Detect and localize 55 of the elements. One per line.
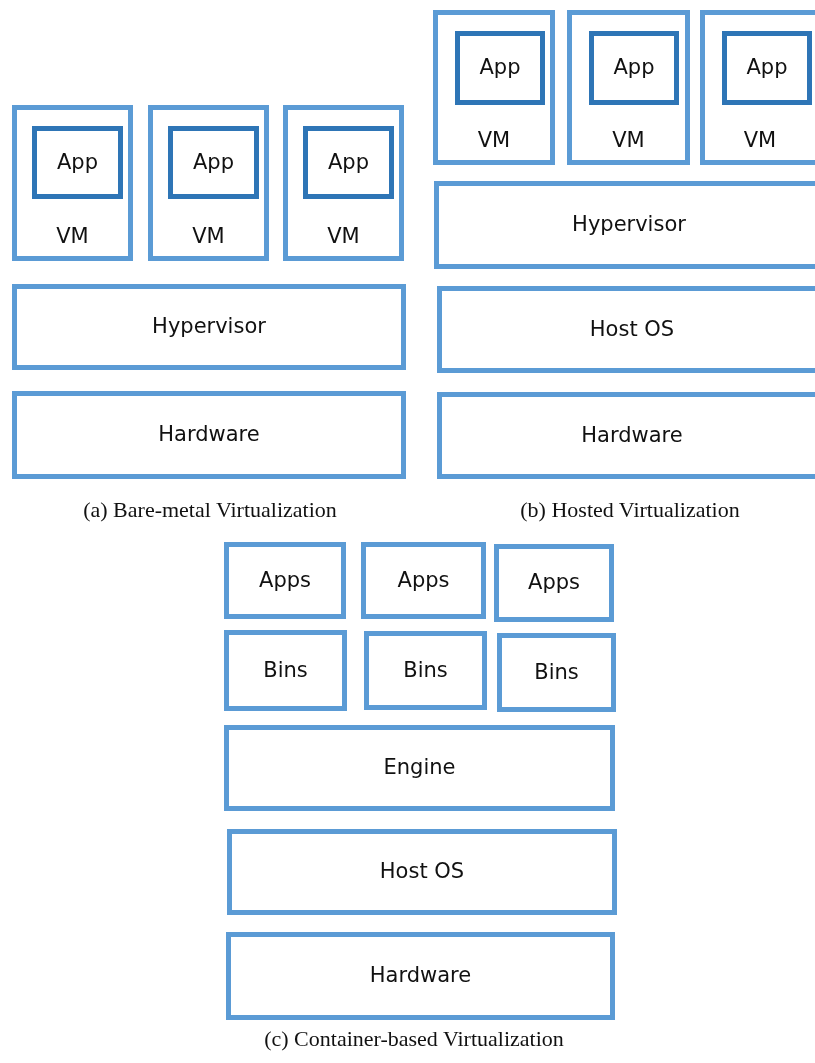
layer-block: [224, 542, 346, 619]
block-label: Host OS: [378, 858, 466, 883]
block-label: App: [192, 149, 235, 174]
block-label: VM: [611, 128, 646, 152]
layer-block: [437, 392, 815, 479]
app-block: [455, 31, 545, 105]
block-label: App: [745, 54, 789, 79]
block-label: Hypervisor: [151, 313, 267, 338]
block-label: App: [612, 54, 656, 79]
app-block: [32, 126, 123, 199]
vm-block: [433, 10, 555, 165]
block-label: VM: [55, 224, 90, 248]
block-label: VM: [476, 128, 512, 152]
block-label: App: [56, 149, 99, 174]
layer-block: [227, 829, 617, 915]
vm-block: [12, 105, 133, 261]
layer-block: [497, 633, 616, 712]
block-label: App: [478, 54, 522, 79]
app-block: [168, 126, 259, 199]
vm-block: [567, 10, 690, 165]
block-label: Bins: [402, 657, 449, 682]
block-label: VM: [191, 224, 226, 248]
vm-block: [148, 105, 269, 261]
figure-caption: (a) Bare-metal Virtualization: [83, 497, 337, 523]
block-label: Host OS: [588, 316, 676, 341]
block-label: Hardware: [580, 422, 684, 447]
layer-block: [224, 725, 615, 811]
block-label: VM: [742, 128, 778, 152]
layer-block: [434, 181, 815, 269]
vm-block: [700, 10, 815, 165]
block-label: Bins: [533, 659, 580, 684]
block-label: Engine: [382, 754, 457, 779]
layer-block: [364, 631, 487, 710]
app-block: [722, 31, 812, 105]
app-block: [303, 126, 394, 199]
layer-block: [224, 630, 347, 711]
layer-block: [226, 932, 615, 1020]
layer-block: [12, 284, 406, 370]
block-label: Apps: [527, 569, 581, 594]
app-block: [589, 31, 679, 105]
figure-caption: (b) Hosted Virtualization: [520, 497, 740, 523]
block-label: App: [327, 149, 370, 174]
layer-block: [12, 391, 406, 479]
block-label: VM: [326, 224, 361, 248]
block-label: Bins: [262, 657, 309, 682]
block-label: Apps: [258, 567, 312, 592]
block-label: Hypervisor: [571, 211, 687, 236]
vm-block: [283, 105, 404, 261]
layer-block: [361, 542, 486, 619]
block-label: Apps: [396, 567, 451, 592]
block-label: Hardware: [157, 421, 261, 446]
layer-block: [494, 544, 614, 622]
figure-caption: (c) Container-based Virtualization: [264, 1026, 564, 1052]
layer-block: [437, 286, 815, 373]
block-label: Hardware: [368, 962, 473, 987]
